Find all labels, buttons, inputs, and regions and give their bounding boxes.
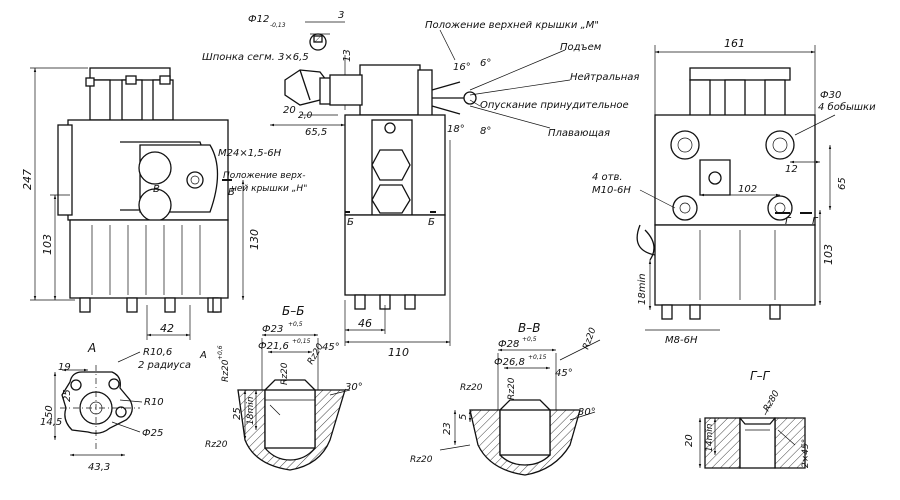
section-bb-30deg: 30° (345, 382, 363, 393)
dim-102: 102 (738, 184, 757, 195)
detail-a-50: 50 (44, 405, 55, 418)
section-bb-title: Б–Б (282, 304, 304, 318)
rear-view (636, 45, 836, 331)
note-cover-m: Положение верхней крышки „М" (425, 20, 599, 31)
dim-3: 3 (338, 10, 344, 21)
section-vv-23: 23 (442, 422, 453, 435)
dim-130: 130 (248, 229, 261, 250)
dim-18deg: 18° (447, 124, 465, 135)
dim-161: 161 (724, 37, 745, 50)
section-vv-phi28-tol: +0,5 (522, 336, 537, 343)
section-mark-v-1: В (153, 184, 160, 195)
dim-18min: 18min (637, 273, 648, 305)
detail-a-14-5: 14,5 (40, 417, 62, 428)
dim-13: 13 (342, 49, 353, 62)
dim-42: 42 (160, 322, 174, 335)
section-bb-phi23: Ф23 (262, 324, 283, 335)
section-gg-20: 20 (684, 434, 695, 447)
section-mark-b-2: Б (428, 217, 435, 228)
dim-103-right: 103 (822, 244, 835, 265)
note-cover-h-1: Положение верх- (223, 171, 305, 181)
dim-46: 46 (358, 317, 372, 330)
section-vv-45deg: 45° (555, 368, 573, 379)
section-mark-a: А (199, 350, 207, 361)
section-vv-5: 5 (458, 414, 469, 420)
dim-110: 110 (388, 346, 409, 359)
section-vv-rz20-3: Rz20 (581, 326, 598, 351)
section-vv (439, 339, 601, 476)
dim-2-0: 2,0 (298, 111, 313, 121)
dim-phi30: Ф30 (820, 90, 841, 101)
section-bb-18min: 18min (246, 396, 256, 425)
section-bb-phi23-tol: +0,5 (288, 321, 303, 328)
section-bb-45deg: 45° (322, 342, 340, 353)
section-bb-phi21-6: Ф21,6 (258, 341, 289, 352)
detail-a-19: 19 (58, 362, 71, 373)
dim-103-left: 103 (41, 234, 54, 255)
note-forced-lower: Опускание принудительное (480, 100, 629, 111)
label-4-holes: 4 отв. (592, 172, 623, 183)
label-m10: М10-6Н (592, 185, 631, 196)
section-bb-25: 25 (232, 407, 243, 420)
note-cover-h-2: ней крышки „Н" (231, 184, 307, 194)
section-gg-title: Г–Г (750, 369, 771, 383)
section-bb-rz20-4: Rz20 (205, 440, 228, 450)
dim-247: 247 (21, 169, 34, 190)
dim-6deg: 6° (480, 58, 491, 69)
section-gg (698, 404, 806, 469)
section-vv-rz20-1: Rz20 (460, 383, 483, 393)
section-mark-g-1: Г (785, 216, 792, 227)
detail-a-title: А (87, 341, 96, 355)
section-vv-title: В–В (518, 321, 540, 335)
section-bb (237, 333, 351, 471)
section-bb-phi21-6-tol: +0,15 (292, 338, 311, 345)
side-view (329, 29, 571, 346)
section-bb-rz20-1: Rz20 (221, 359, 231, 382)
dim-65-5: 65,5 (305, 127, 327, 138)
dim-16deg: 16° (453, 62, 471, 73)
detail-a-25: 25 (62, 389, 73, 402)
section-mark-g-2: Г (812, 216, 819, 227)
section-vv-phi26-8-tol: +0,15 (528, 354, 547, 361)
section-vv-rz20-4: Rz20 (410, 455, 433, 465)
section-bb-rz20-2: Rz20 (280, 362, 290, 385)
section-mark-b-1: Б (347, 217, 354, 228)
section-vv-30deg: 30° (578, 407, 596, 418)
dim-8deg: 8° (480, 126, 491, 137)
section-mark-v-2: В (228, 187, 235, 198)
section-vv-rz20-2: Rz20 (507, 377, 517, 400)
detail-a-2-radii: 2 радиуса (138, 360, 191, 371)
detail-a-r10-6: R10,6 (143, 347, 172, 358)
note-key: Шпонка сегм. 3×6,5 (202, 52, 309, 63)
label-m24: М24×1,5-6Н (218, 148, 282, 159)
detail-a-phi25: Ф25 (142, 428, 163, 439)
dim-20: 20 (283, 105, 296, 116)
dim-phi12-tol: -0,13 (270, 22, 286, 29)
section-vv-phi26-8: Ф26,8 (494, 357, 525, 368)
dim-4-bosses: 4 бобышки (818, 101, 876, 113)
note-lift: Подъем (560, 42, 602, 53)
note-floating: Плавающая (548, 128, 610, 139)
section-bb-0-6: +0,6 (217, 345, 224, 360)
shaft-detail (270, 21, 346, 127)
detail-a (53, 351, 143, 457)
detail-a-43-3: 43,3 (88, 462, 110, 473)
note-neutral: Нейтральная (570, 72, 639, 83)
dim-65-right: 65 (837, 177, 848, 190)
section-gg-chamfer: 2×45° (801, 439, 811, 468)
dim-phi12: Ф12 (248, 14, 269, 25)
section-vv-phi28: Ф28 (498, 339, 519, 350)
front-view (30, 67, 245, 340)
detail-a-r10: R10 (144, 397, 164, 408)
label-m8: М8-6Н (665, 335, 698, 346)
section-gg-rz80: Rz80 (762, 389, 782, 414)
dim-12: 12 (785, 164, 798, 175)
section-gg-14min: 14min (705, 423, 715, 452)
